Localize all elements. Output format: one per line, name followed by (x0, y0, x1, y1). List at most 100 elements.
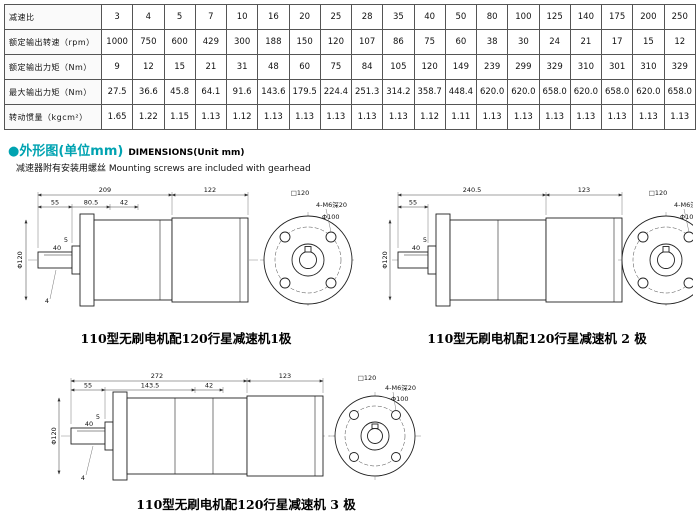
spec-cell: 358.7 (413, 79, 446, 105)
spec-cell: 1.13 (350, 104, 384, 130)
spec-cell: 600 (163, 29, 196, 55)
dim-keyway-depth: 5 (96, 413, 100, 421)
spec-cell: 1.13 (538, 104, 571, 130)
spec-row-label: 转动惯量（kgcm²） (4, 104, 102, 130)
dim-flange-length: 42 (120, 199, 128, 207)
dim-keyway-depth: 5 (423, 236, 427, 244)
dim-keyway-depth: 5 (64, 236, 68, 244)
drawing-block-3pole: 272 123 55 143.5 42 Φ120 5 40 4 (45, 370, 447, 513)
spec-cell: 105 (382, 54, 415, 80)
dim-total-length: 209 (99, 186, 111, 194)
spec-cell: 5 (163, 4, 196, 30)
dim-shaft-diameter: 40 (85, 420, 93, 428)
spec-cell: 1.13 (194, 104, 228, 130)
spec-cell: 31 (225, 54, 259, 80)
spec-cell: 1.11 (444, 104, 478, 130)
spec-cell: 1.13 (600, 104, 634, 130)
spec-cell: 143.6 (257, 79, 290, 105)
dim-shaft-length: 55 (84, 382, 92, 390)
dim-body-diameter: Φ120 (16, 251, 24, 269)
spec-cell: 429 (194, 29, 228, 55)
spec-cell: 658.0 (663, 79, 696, 105)
dim-shaft-diameter: 40 (412, 244, 420, 252)
spec-cell: 1.13 (569, 104, 603, 130)
spec-cell: 1.13 (663, 104, 696, 130)
spec-cell: 1.13 (507, 104, 540, 130)
dim-shaft-length: 55 (51, 199, 59, 207)
spec-cell: 620.0 (507, 79, 540, 105)
spec-cell: 188 (257, 29, 290, 55)
spec-cell: 28 (350, 4, 384, 30)
dim-total-length: 240.5 (463, 186, 482, 194)
spec-cell: 30 (507, 29, 540, 55)
spec-cell: 48 (257, 54, 290, 80)
spec-cell: 12 (663, 29, 696, 55)
dim-flange-length: 42 (205, 382, 213, 390)
spec-cell: 140 (569, 4, 603, 30)
dim-body-diameter: Φ120 (50, 427, 58, 445)
flange-size-label: □120 (291, 189, 310, 197)
dim-mid-length: 143.5 (141, 382, 160, 390)
spec-row-label: 额定输出力矩（Nm） (4, 54, 102, 80)
drawing-caption-1pole: 110型无刷电机配120行星减速机1极 (80, 331, 292, 346)
spec-cell: 750 (132, 29, 165, 55)
section-title-en: DIMENSIONS(Unit mm) (128, 148, 245, 158)
spec-cell: 620.0 (632, 79, 665, 105)
dim-motor-length: 123 (279, 372, 291, 380)
mounting-holes-label: 4-M6深20 (674, 200, 693, 209)
spec-cell: 3 (100, 4, 134, 30)
spec-cell: 200 (632, 4, 665, 30)
spec-cell: 299 (507, 54, 540, 80)
spec-cell: 84 (350, 54, 384, 80)
spec-cell: 27.5 (100, 79, 134, 105)
dim-body-diameter: Φ120 (381, 251, 389, 269)
spec-cell: 80 (475, 4, 509, 30)
gearbox-drawing-2pole: 240.5 123 55 Φ120 5 40 □120 4-M6深20 Φ100 (381, 186, 700, 308)
spec-cell: 20 (288, 4, 321, 30)
drawing-block-2pole: 240.5 123 55 Φ120 5 40 □120 4-M6深20 Φ100 (378, 182, 700, 347)
spec-cell: 100 (507, 4, 540, 30)
spec-cell: 1.13 (382, 104, 415, 130)
spec-cell: 60 (444, 29, 478, 55)
spec-cell: 86 (382, 29, 415, 55)
spec-cell: 1.65 (100, 104, 134, 130)
spec-cell: 1000 (100, 29, 134, 55)
section-title-cn: 外形图(单位mm) (19, 144, 124, 159)
gearbox-drawing-1pole: 209 122 55 80.5 42 Φ120 5 40 4 (16, 186, 356, 308)
spec-cell: 1.13 (288, 104, 321, 130)
spec-cell: 64.1 (194, 79, 228, 105)
spec-cell: 301 (600, 54, 634, 80)
bullet-icon: ● (8, 144, 20, 159)
spec-cell: 35 (382, 4, 415, 30)
spec-cell: 251.3 (350, 79, 384, 105)
flange-size-label: □120 (358, 374, 377, 382)
spec-cell: 179.5 (288, 79, 321, 105)
spec-cell: 120 (319, 29, 353, 55)
section-note: 减速器附有安装用螺丝 Mounting screws are included … (16, 164, 311, 174)
dim-total-length: 272 (151, 372, 163, 380)
spec-cell: 25 (319, 4, 353, 30)
gearbox-drawing-3pole: 272 123 55 143.5 42 Φ120 5 40 4 (50, 372, 421, 482)
mounting-holes-label: 4-M6深20 (385, 383, 416, 392)
spec-cell: 60 (288, 54, 321, 80)
bolt-circle-label: Φ100 (391, 395, 409, 403)
spec-cell: 329 (538, 54, 571, 80)
drawing-caption-3pole: 110型无刷电机配120行星减速机 3 极 (136, 497, 356, 512)
mounting-holes-label: 4-M6深20 (316, 200, 347, 209)
spec-cell: 239 (475, 54, 509, 80)
spec-cell: 310 (569, 54, 603, 80)
spec-cell: 1.22 (132, 104, 165, 130)
spec-cell: 40 (413, 4, 446, 30)
spec-cell: 15 (632, 29, 665, 55)
spec-cell: 150 (288, 29, 321, 55)
spec-row-label: 额定输出转速（rpm） (4, 29, 102, 55)
spec-cell: 1.13 (632, 104, 665, 130)
dim-motor-length: 122 (204, 186, 216, 194)
